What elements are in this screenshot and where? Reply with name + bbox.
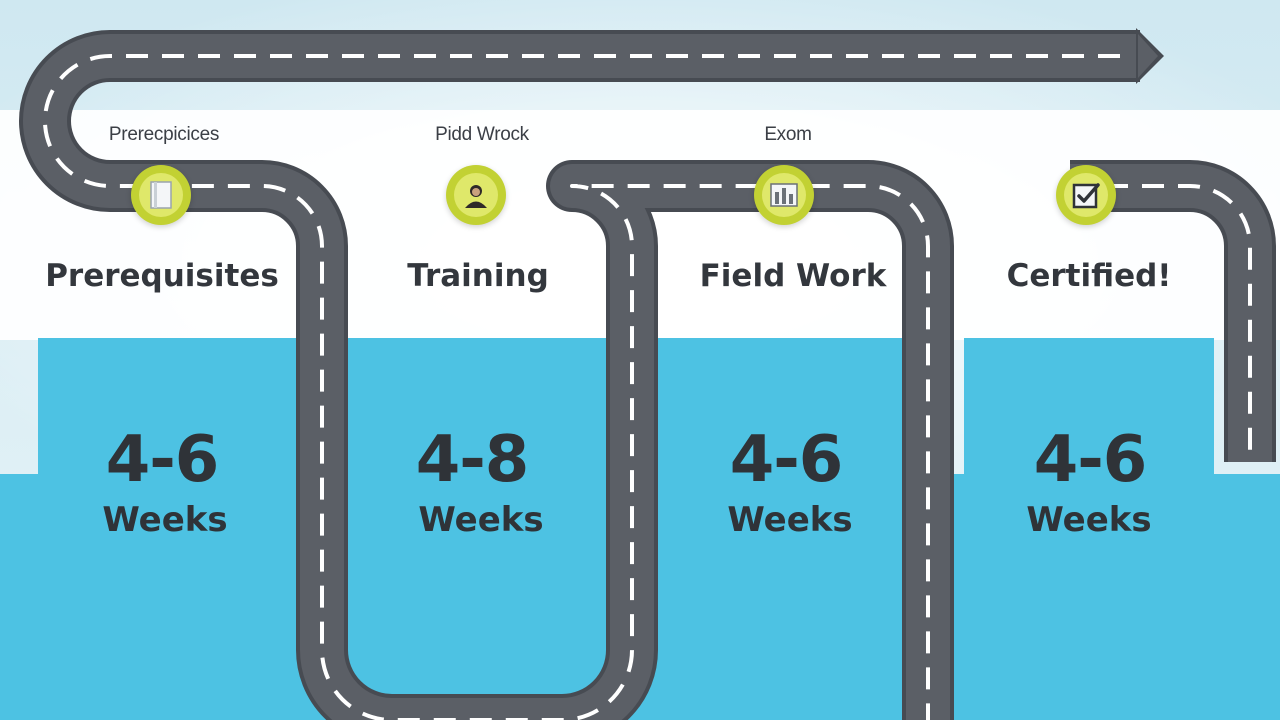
- road: [19, 30, 1276, 720]
- lane-markings: [43, 54, 1252, 720]
